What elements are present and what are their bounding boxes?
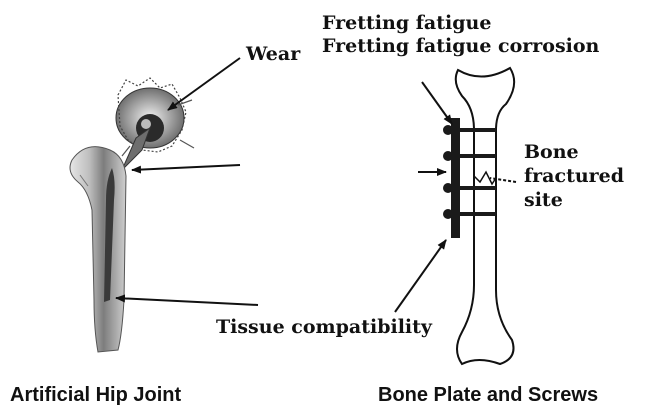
shaft-leader-line (116, 298, 258, 305)
caption-bone-plate-and-screws: Bone Plate and Screws (378, 384, 598, 407)
wear-label: Wear (246, 43, 300, 65)
fretting-fatigue-corrosion-label: Fretting fatigue corrosion (322, 35, 599, 57)
fretting-leader-line (422, 82, 452, 124)
fretting-fatigue-label: Fretting fatigue (322, 12, 491, 34)
femur (70, 147, 126, 352)
wear-leader-line (168, 58, 240, 110)
artificial-hip-joint-drawing (70, 58, 258, 352)
tissue-leader-line (395, 240, 446, 312)
bone-plate (451, 118, 460, 238)
bone-label-line-2: fractured (524, 165, 624, 187)
tissue-compatibility-label: Tissue compatibility (216, 316, 432, 338)
bone-label-line-1: Bone (524, 141, 579, 163)
neck-leader-line (132, 165, 240, 170)
acetabular-cup (116, 78, 194, 156)
bone-label-line-3: site (524, 189, 563, 211)
caption-artificial-hip-joint: Artificial Hip Joint (10, 384, 181, 407)
